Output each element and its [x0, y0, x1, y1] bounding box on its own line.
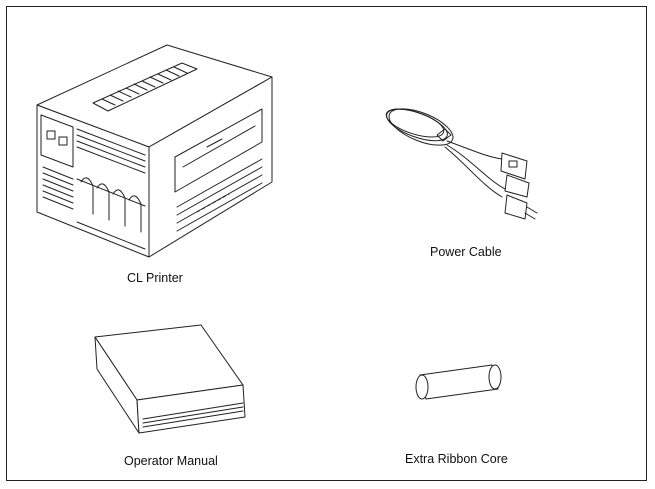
ribbon-core-icon	[415, 364, 502, 400]
item-label-manual: Operator Manual	[124, 454, 218, 468]
item-label-power-cable: Power Cable	[430, 245, 502, 259]
item-label-printer: CL Printer	[127, 271, 183, 285]
power-cable-icon	[385, 108, 538, 220]
printer-icon	[36, 44, 273, 258]
figure-frame: CL Printer	[6, 6, 647, 481]
item-label-ribbon-core: Extra Ribbon Core	[405, 452, 508, 466]
book-icon	[94, 324, 246, 434]
